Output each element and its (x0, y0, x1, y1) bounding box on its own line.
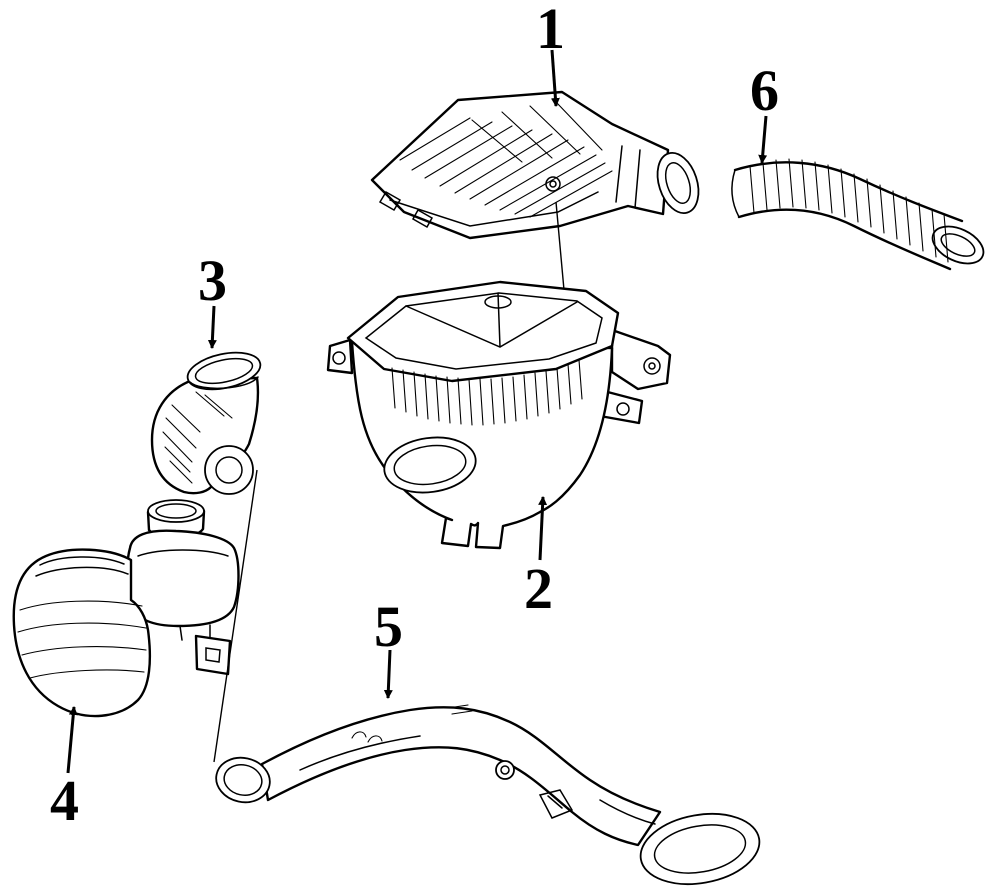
part-2-air-cleaner-housing (326, 280, 672, 550)
assembly-leader-line (555, 201, 565, 291)
callout-3-arrow (207, 305, 217, 349)
callout-4-arrow (66, 706, 78, 774)
callout-2-arrow (538, 496, 548, 561)
part-3-elbow-connector (150, 351, 262, 495)
callout-3-label: 3 (198, 248, 227, 313)
callout-2-label: 2 (524, 556, 553, 621)
callout-arrows (66, 49, 768, 774)
part-5-intake-duct (215, 704, 761, 885)
callout-4-label: 4 (50, 768, 79, 833)
part-4-resonator-tank (12, 499, 240, 718)
callout-5-arrow (383, 649, 393, 699)
callout-1-label: 1 (536, 0, 565, 61)
callout-1-arrow (550, 49, 560, 107)
callout-6-arrow (758, 115, 768, 164)
leader-line-elbow-to-duct (213, 469, 258, 763)
callout-5-label: 5 (374, 594, 403, 659)
part-1-air-cleaner-cover (370, 90, 700, 240)
part-6-flex-hose (731, 158, 985, 271)
callout-6-label: 6 (750, 58, 779, 123)
